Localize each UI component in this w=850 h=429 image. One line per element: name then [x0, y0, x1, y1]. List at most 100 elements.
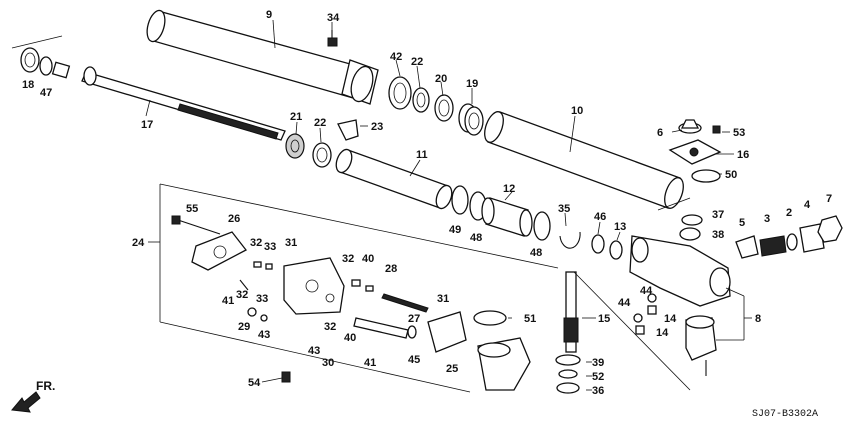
callout-10: 10 [571, 105, 583, 117]
callout-27: 27 [408, 313, 420, 325]
callout-32c: 32 [236, 289, 248, 301]
part-22b-seal [312, 142, 332, 168]
part-40-pin [365, 285, 374, 292]
part-55-bolt [171, 215, 221, 235]
part-13-washer [609, 240, 623, 260]
part-32b-pin [351, 279, 361, 287]
callout-38: 38 [712, 229, 724, 241]
part-35-snap-ring [559, 231, 581, 249]
part-29-nut [247, 307, 257, 317]
part-44b-nut [633, 313, 643, 323]
callout-54: 54 [248, 377, 261, 389]
part-53-bolt [712, 125, 721, 134]
callout-34: 34 [327, 12, 340, 24]
part-25-housing [477, 337, 531, 391]
part-36-snap-ring [556, 382, 580, 394]
part-5-guide [735, 235, 759, 259]
callout-43b: 43 [308, 345, 320, 357]
part-15-pinion [563, 271, 579, 353]
part-8-yoke [685, 315, 717, 376]
part-23-clip [337, 119, 359, 141]
callout-41b: 41 [364, 357, 376, 369]
part-51-oring [473, 310, 507, 326]
part-18-seal [20, 47, 40, 73]
part-28-spool [381, 293, 429, 313]
part-14b-cap [635, 325, 645, 335]
callout-55: 55 [186, 203, 198, 215]
part-52-nut [558, 369, 578, 379]
callout-25: 25 [446, 363, 458, 375]
part-11-cylinder [335, 148, 453, 210]
callout-49: 49 [449, 224, 461, 236]
callout-52: 52 [592, 371, 604, 383]
callout-39: 39 [592, 357, 604, 369]
callout-5: 5 [739, 217, 745, 229]
callout-30: 30 [322, 357, 334, 369]
callout-26: 26 [228, 213, 240, 225]
callout-42: 42 [390, 51, 402, 63]
callout-29: 29 [238, 321, 250, 333]
callout-35: 35 [558, 203, 570, 215]
part-6-cap [678, 119, 702, 134]
part-49-oring [451, 185, 469, 215]
callout-17: 17 [141, 119, 153, 131]
callout-44b: 44 [618, 297, 631, 309]
part-17-rack [81, 66, 286, 141]
callout-20: 20 [435, 73, 447, 85]
callout-46: 46 [594, 211, 606, 223]
callout-18: 18 [22, 79, 34, 91]
callout-19: 19 [466, 78, 478, 90]
callout-labels: 9 34 42 22 20 19 18 47 17 21 22 23 10 6 … [22, 9, 832, 397]
part-54-bolt [281, 371, 291, 383]
part-22-seal [412, 87, 430, 113]
callout-14: 14 [664, 313, 677, 325]
callout-43: 43 [258, 329, 270, 341]
part-7-locknut [817, 215, 843, 243]
callout-33: 33 [264, 241, 276, 253]
callout-45: 45 [408, 354, 420, 366]
callout-51: 51 [524, 313, 536, 325]
diagram-code: SJ07-B3302A [752, 409, 818, 420]
part-41-seal [239, 279, 249, 291]
part-27-spool [353, 317, 409, 339]
fr-direction-arrow-icon [11, 391, 41, 413]
part-26-cover [191, 231, 247, 271]
callout-13: 13 [614, 221, 626, 233]
part-2-oring [786, 233, 798, 251]
callout-15: 15 [598, 313, 610, 325]
part-37-ring [681, 214, 703, 226]
valve-assembly-box [159, 183, 559, 393]
part-10-tube [484, 111, 684, 209]
callout-32: 32 [250, 237, 262, 249]
callout-53: 53 [733, 127, 745, 139]
callout-22b: 22 [314, 117, 326, 129]
callout-23: 23 [371, 121, 383, 133]
part-50-oring [691, 169, 721, 183]
callout-3: 3 [764, 213, 770, 225]
callout-9: 9 [266, 9, 272, 21]
part-48b-oring [533, 211, 551, 241]
callout-14b: 14 [656, 327, 669, 339]
callout-48: 48 [470, 232, 482, 244]
part-32-pin [253, 261, 262, 268]
callout-31b: 31 [437, 293, 449, 305]
callout-16: 16 [737, 149, 749, 161]
callout-11: 11 [416, 149, 428, 161]
callout-32b: 32 [342, 253, 354, 265]
callout-32d: 32 [324, 321, 336, 333]
part-46-seal [591, 234, 605, 254]
part-34-bolt [327, 30, 338, 47]
part-47-oring [39, 56, 53, 76]
callout-8: 8 [755, 313, 761, 325]
part-16-plate [668, 139, 722, 165]
callout-28: 28 [385, 263, 397, 275]
part-38-seal [679, 227, 701, 241]
callout-7: 7 [826, 193, 832, 205]
callout-22: 22 [411, 56, 423, 68]
part-9-tube [146, 9, 379, 105]
gear-housing-box [573, 271, 691, 391]
part-44-nut [647, 293, 657, 303]
callout-24: 24 [132, 237, 145, 249]
callout-40b: 40 [344, 332, 356, 344]
